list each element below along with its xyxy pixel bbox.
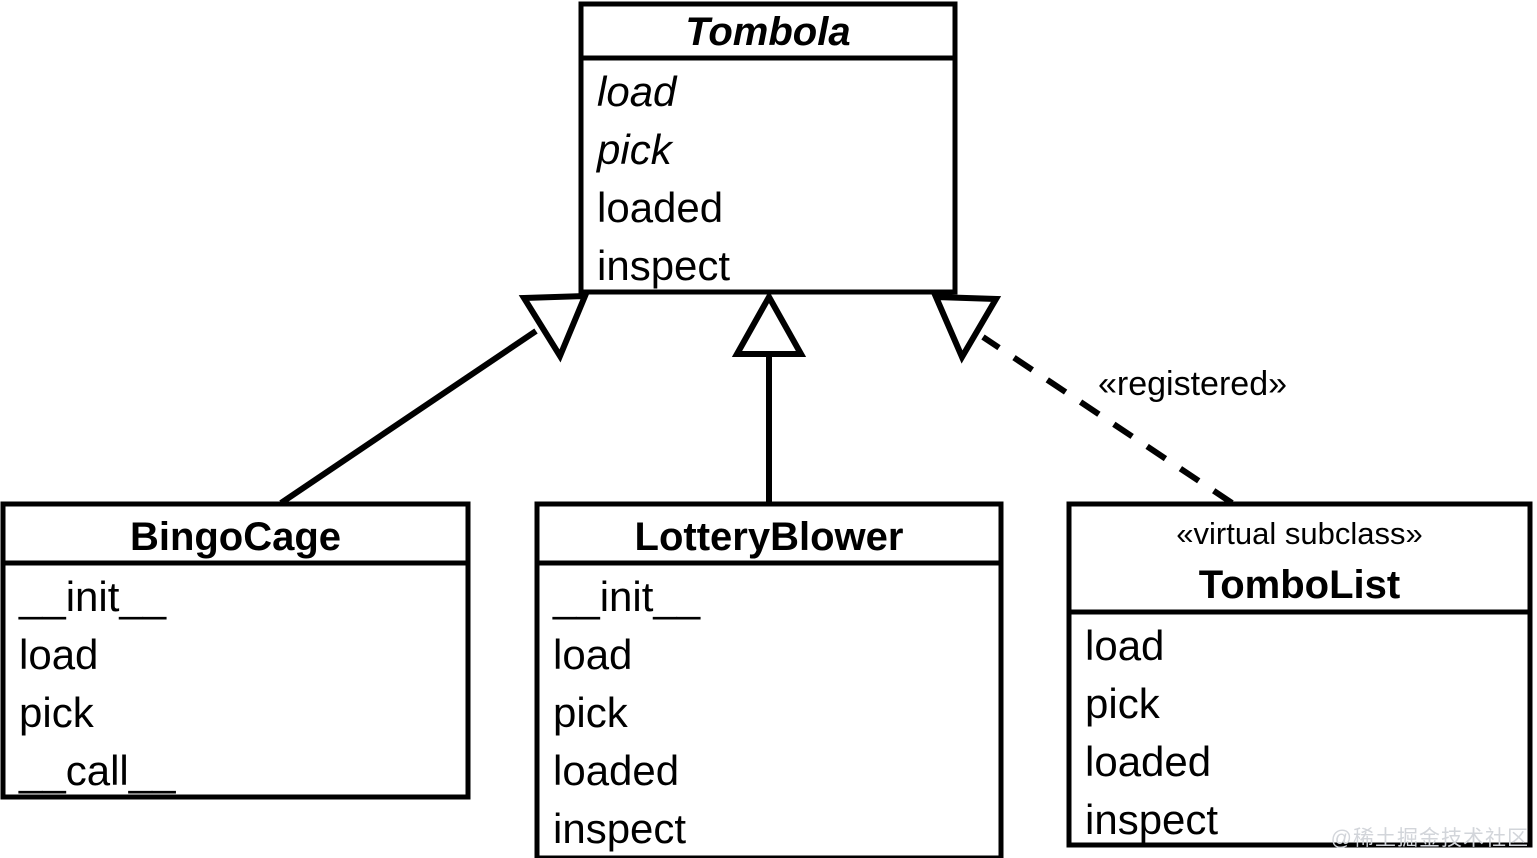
hollow-triangle-arrowhead-lotteryblower bbox=[731, 290, 807, 357]
class-member-label: pick bbox=[1085, 680, 1161, 727]
class-member-label: __init__ bbox=[18, 573, 167, 620]
class-member-label: loaded bbox=[597, 184, 723, 231]
relationship-label-registered: «registered» bbox=[1098, 365, 1287, 403]
class-member-label: pick bbox=[595, 126, 674, 173]
class-box-bingocage[interactable]: BingoCage __init__load pick __call__ bbox=[0, 501, 471, 800]
class-member-label: load bbox=[1085, 622, 1164, 669]
class-member-label: __call__ bbox=[18, 747, 176, 794]
relationships-layer: «registered» bbox=[279, 290, 1287, 506]
class-box-frame bbox=[1066, 501, 1533, 848]
class-member-label: loaded bbox=[1085, 738, 1211, 785]
class-member-label: load bbox=[553, 631, 632, 678]
realization-line-tombolist bbox=[981, 334, 1234, 506]
class-name-label: BingoCage bbox=[130, 515, 341, 559]
generalization-line-bingocage bbox=[279, 328, 538, 506]
hollow-triangle-arrowhead-bingocage bbox=[518, 292, 590, 363]
class-member-label: load bbox=[19, 631, 98, 678]
class-box-frame bbox=[578, 1, 958, 295]
class-box-lotteryblower[interactable]: LotteryBlower __init__load pick loaded inspe… bbox=[534, 501, 1004, 858]
relationship-tombolist-registered-tombola[interactable]: «registered» bbox=[931, 293, 1287, 506]
class-box-frame bbox=[0, 501, 471, 800]
class-member-label: pick bbox=[553, 689, 629, 736]
hollow-triangle-arrowhead-tombolist bbox=[931, 293, 1002, 364]
class-member-label: load bbox=[597, 68, 678, 115]
relationship-bingocage-inherits-tombola[interactable] bbox=[279, 292, 590, 506]
class-member-label: inspect bbox=[597, 242, 730, 289]
class-name-label: Tombola bbox=[685, 10, 850, 54]
class-member-label: pick bbox=[19, 689, 95, 736]
class-member-label: loaded bbox=[553, 747, 679, 794]
relationship-lotteryblower-inherits-tombola[interactable] bbox=[731, 290, 807, 504]
class-box-tombolist[interactable]: «virtual subclass» TomboList load pick loade… bbox=[1066, 501, 1533, 848]
class-member-label: inspect bbox=[1085, 796, 1218, 843]
class-member-label: __init__ bbox=[552, 573, 701, 620]
class-name-label: TomboList bbox=[1199, 563, 1400, 607]
class-member-label: inspect bbox=[553, 805, 686, 852]
watermark-text: @稀土掘金技术社区 bbox=[1330, 827, 1529, 850]
class-stereotype-label: «virtual subclass» bbox=[1176, 516, 1422, 551]
class-name-label: LotteryBlower bbox=[635, 515, 904, 559]
